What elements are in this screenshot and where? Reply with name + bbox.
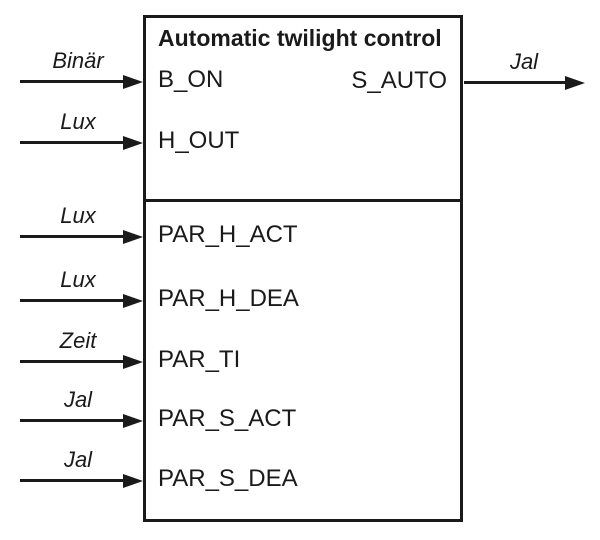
function-block [143,15,463,522]
arrow-shaft [20,479,124,482]
pin-label-par-s-dea: PAR_S_DEA [158,465,298,492]
signal-type-label-jal-1: Jal [63,387,93,412]
arrowhead-icon [123,355,143,369]
block-section-divider [143,199,463,202]
signal-type-label-binaer: Binär [52,48,104,73]
arrowhead-icon [123,414,143,428]
pin-label-par-h-act: PAR_H_ACT [158,221,298,248]
signal-type-label-jal-out: Jal [509,49,539,74]
pin-label-par-s-act: PAR_S_ACT [158,405,297,432]
signal-type-label-lux-2: Lux [60,203,96,228]
signal-type-label-lux-3: Lux [60,267,96,292]
arrow-shaft [20,235,124,238]
pin-label-h-out: H_OUT [158,127,240,154]
arrowhead-icon [123,136,143,150]
arrowhead-icon [123,230,143,244]
arrow-shaft [20,360,124,363]
arrow-shaft [20,141,124,144]
block-title: Automatic twilight control [158,25,442,51]
arrowhead-icon [123,474,143,488]
arrow-shaft [20,80,124,83]
arrowhead-icon [123,294,143,308]
arrow-shaft [20,299,124,302]
arrow-shaft [20,419,124,422]
signal-type-label-lux-1: Lux [60,109,96,134]
signal-type-label-zeit: Zeit [59,328,97,353]
pin-label-b-on: B_ON [158,66,224,93]
arrowhead-icon [565,76,585,90]
pin-label-par-h-dea: PAR_H_DEA [158,285,299,312]
arrowhead-icon [123,75,143,89]
signal-type-label-jal-2: Jal [63,447,93,472]
arrow-shaft [464,81,566,84]
pin-label-s-auto: S_AUTO [351,67,447,94]
pin-label-par-ti: PAR_TI [158,346,241,373]
